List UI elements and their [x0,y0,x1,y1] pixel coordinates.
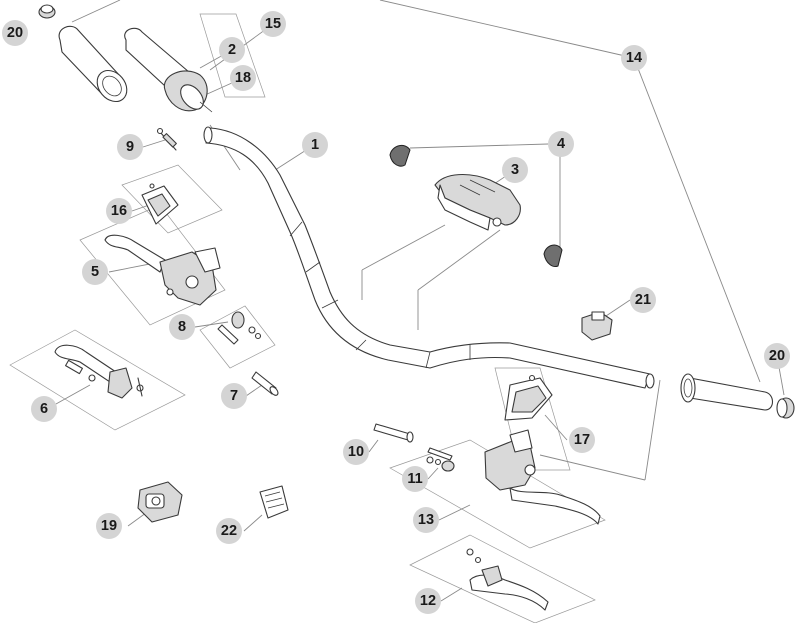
callout-9: 9 [117,134,143,160]
svg-text:18: 18 [235,70,251,86]
svg-text:4: 4 [557,136,565,152]
svg-text:16: 16 [111,203,127,219]
callout-20-right: 20 [764,343,790,369]
callout-8: 8 [169,314,195,340]
svg-text:9: 9 [126,139,134,155]
svg-text:19: 19 [101,518,117,534]
handlebar [203,126,655,389]
group-outlines [9,13,606,623]
lever-assembly-5 [104,234,221,306]
parts-8 [217,311,262,345]
callout-5: 5 [82,259,108,285]
callout-17: 17 [569,427,595,453]
clip-top [389,144,411,167]
callout-4: 4 [548,131,574,157]
callout-16: 16 [106,198,132,224]
svg-text:3: 3 [511,162,519,178]
svg-text:20: 20 [7,25,23,41]
svg-text:5: 5 [91,264,99,280]
callout-2: 2 [219,37,245,63]
svg-text:22: 22 [221,523,237,539]
callout-3: 3 [502,157,528,183]
callout-13: 13 [413,507,439,533]
clip-bottom [543,244,563,267]
callout-12: 12 [415,588,441,614]
switch-block-21 [581,311,613,341]
callout-10: 10 [343,439,369,465]
callout-22: 22 [216,518,242,544]
callout-11: 11 [402,466,428,492]
svg-text:20: 20 [769,348,785,364]
svg-text:8: 8 [178,319,186,335]
callout-15: 15 [260,11,286,37]
throttle-grip [124,27,213,113]
handlebar-clamp [434,174,521,231]
right-grip [680,373,774,411]
reservoir-cover-17 [504,374,553,421]
pin-7 [251,371,279,396]
svg-text:13: 13 [418,512,434,528]
cable-guide-22 [259,485,289,519]
callouts: 20 15 2 18 14 1 4 3 9 16 5 8 21 20 6 7 1… [2,11,790,614]
callout-20-top: 20 [2,20,28,46]
switch-19 [137,481,183,523]
svg-text:14: 14 [626,50,642,66]
callout-21: 21 [630,287,656,313]
svg-text:11: 11 [407,471,422,487]
parts-11 [426,447,455,472]
left-grip [58,25,128,103]
callout-7: 7 [221,383,247,409]
callout-18: 18 [230,65,256,91]
svg-text:7: 7 [230,388,238,404]
brake-master-13 [484,429,601,525]
callout-1: 1 [302,132,328,158]
svg-text:17: 17 [574,432,590,448]
callout-19: 19 [96,513,122,539]
svg-text:6: 6 [40,401,48,417]
grip-end-right [776,397,795,419]
callout-6: 6 [31,396,57,422]
lever-assembly-6 [54,344,144,399]
svg-text:1: 1 [311,137,319,153]
switch-cover-16 [141,183,179,225]
pin-10 [373,423,414,443]
svg-text:10: 10 [348,444,364,460]
svg-text:21: 21 [635,292,651,308]
callout-14: 14 [621,45,647,71]
svg-text:2: 2 [228,42,236,58]
lever-12 [466,548,549,611]
svg-text:15: 15 [265,16,281,32]
leader-lines [46,0,785,602]
grip-end-top [38,4,56,19]
svg-text:12: 12 [420,593,436,609]
screw-9 [156,127,177,151]
